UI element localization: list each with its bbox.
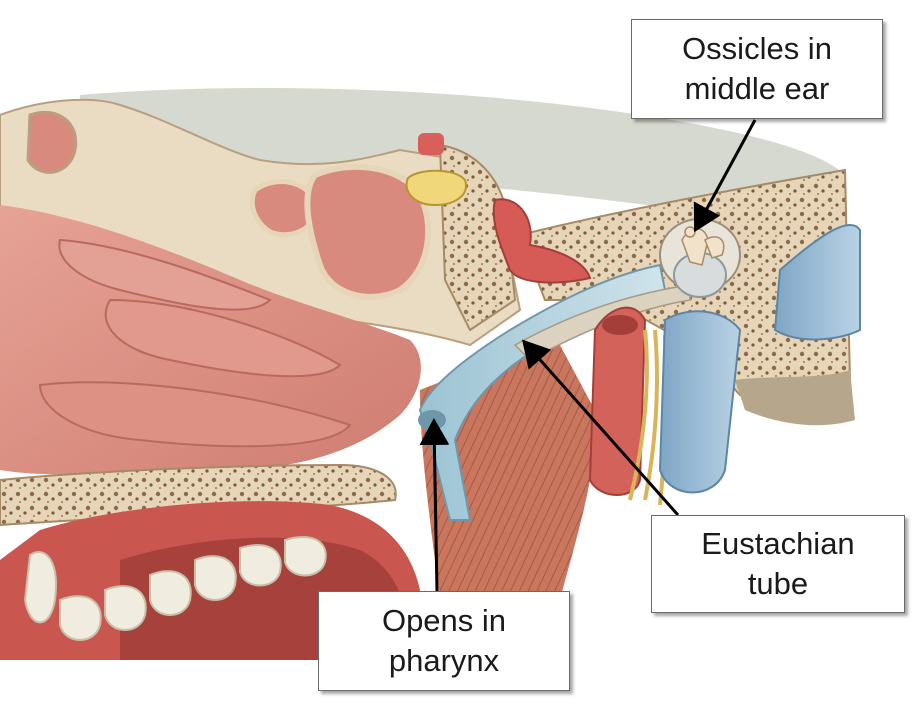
teeth (23, 536, 327, 641)
pituitary-gland (405, 169, 467, 207)
mastoid-process (735, 370, 855, 426)
pituitary-stalk (418, 133, 444, 155)
arrow-pharynx (419, 418, 450, 593)
carotid-lumen (602, 315, 638, 335)
internal-jugular-vein (658, 310, 742, 494)
arrow-eustachian (522, 339, 680, 516)
middle-concha (104, 298, 342, 378)
maxillary-vessel (492, 198, 592, 284)
label-eustachian-line1: Eustachian (701, 526, 855, 561)
inferior-concha (38, 381, 352, 448)
label-eustachian-tube: Eustachian tube (651, 515, 905, 613)
ethmoid-cell (249, 179, 318, 238)
sphenoid-sinus (304, 163, 432, 300)
superior-concha (58, 238, 272, 311)
label-ossicles: Ossicles in middle ear (631, 19, 883, 119)
frontal-sinus (26, 110, 78, 174)
internal-carotid-artery (588, 306, 647, 496)
sigmoid-sinus (773, 224, 861, 341)
label-eustachian-line2: tube (747, 566, 809, 601)
label-pharynx-line2: pharynx (388, 643, 500, 678)
label-pharynx-line1: Opens in (381, 603, 507, 638)
tube-opening (418, 410, 446, 430)
label-ossicles-line1: Ossicles in (682, 31, 832, 66)
arrow-ossicles (693, 119, 757, 233)
label-ossicles-line2: middle ear (684, 71, 830, 106)
ossicles (681, 226, 725, 266)
label-opens-in-pharynx: Opens in pharynx (318, 591, 570, 691)
